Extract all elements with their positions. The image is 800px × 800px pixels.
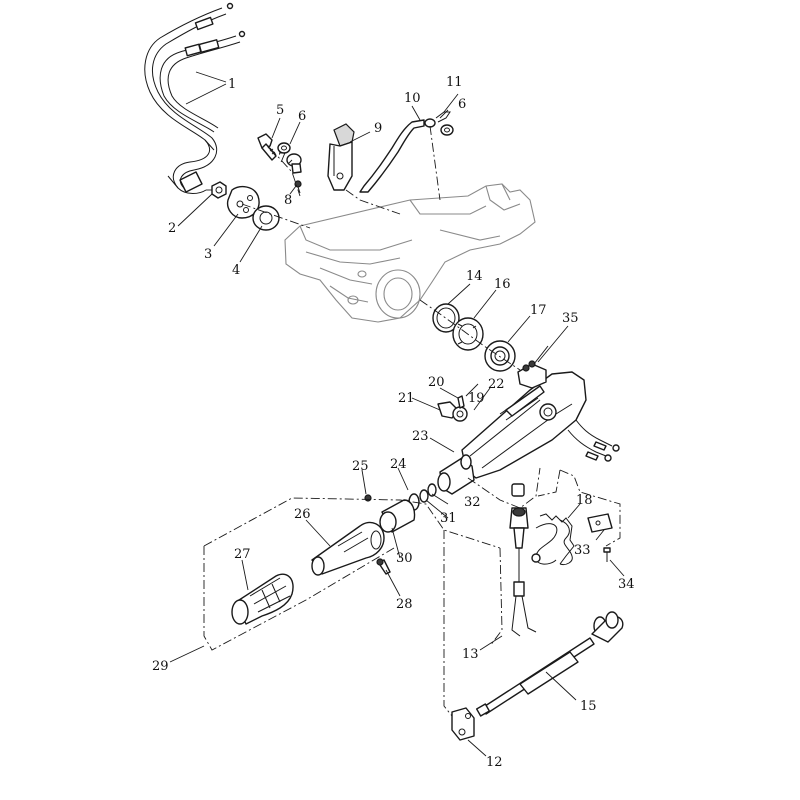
callout-28: 28 xyxy=(396,597,413,612)
throttle-grip xyxy=(231,573,294,625)
callout-22: 22 xyxy=(488,377,505,392)
safety-lanyard xyxy=(559,519,573,565)
callout-4: 4 xyxy=(232,263,240,278)
callout-12: 12 xyxy=(486,755,503,770)
leader-lines xyxy=(169,71,625,757)
callout-27: 27 xyxy=(234,547,251,562)
bushing xyxy=(484,340,516,372)
small-washer xyxy=(277,142,291,154)
callout-1: 1 xyxy=(228,77,236,92)
callout-29: 29 xyxy=(152,659,169,674)
bracket-housing-outline xyxy=(284,183,536,323)
plate-screw xyxy=(603,547,611,562)
friction-screw xyxy=(457,395,465,409)
set-screw xyxy=(364,494,372,502)
stud xyxy=(533,345,549,365)
callout-20: 20 xyxy=(428,375,445,390)
grip-sleeve xyxy=(311,521,385,576)
callout-14: 14 xyxy=(466,269,483,284)
clip xyxy=(435,111,451,123)
callout-7: 7 xyxy=(278,151,286,166)
nut xyxy=(211,181,227,199)
callout-2: 2 xyxy=(168,221,176,236)
callout-9: 9 xyxy=(374,121,382,136)
callout-11: 11 xyxy=(446,75,463,90)
callout-labels: 1 2 3 4 5 6 6 7 8 9 10 11 12 13 14 15 16… xyxy=(152,75,635,770)
steering-rod xyxy=(475,611,624,717)
callout-34: 34 xyxy=(618,577,635,592)
stop-switch xyxy=(509,483,575,637)
rod-clamp xyxy=(451,707,475,741)
collar xyxy=(286,153,302,174)
callout-16: 16 xyxy=(494,277,511,292)
callout-33: 33 xyxy=(574,543,591,558)
callout-13: 13 xyxy=(462,647,479,662)
callout-6-right: 6 xyxy=(458,97,466,112)
callout-31: 31 xyxy=(440,511,457,526)
callout-24: 24 xyxy=(390,457,407,472)
tiller-handle-body xyxy=(461,360,620,479)
grip-screw xyxy=(376,558,391,575)
callout-15: 15 xyxy=(580,699,597,714)
throttle-lever xyxy=(327,123,355,191)
bolt xyxy=(257,133,277,161)
callout-18: 18 xyxy=(576,493,593,508)
callout-6-left: 6 xyxy=(298,109,306,124)
small-washer-2 xyxy=(440,124,454,136)
assembly-lines xyxy=(203,125,621,717)
throttle-cable-assembly xyxy=(144,2,246,194)
callout-23: 23 xyxy=(412,429,429,444)
inner-shaft xyxy=(437,454,475,495)
link-rod xyxy=(359,118,436,193)
callout-17: 17 xyxy=(530,303,547,318)
friction-knob xyxy=(437,401,468,422)
callout-21: 21 xyxy=(398,391,415,406)
callout-8: 8 xyxy=(284,193,292,208)
callout-26: 26 xyxy=(294,507,311,522)
o-ring xyxy=(432,303,460,333)
callout-5: 5 xyxy=(276,103,284,118)
mounting-plate xyxy=(587,513,613,533)
callout-32: 32 xyxy=(464,495,481,510)
callout-30: 30 xyxy=(396,551,413,566)
callout-3: 3 xyxy=(204,247,212,262)
callout-19: 19 xyxy=(468,391,485,406)
callout-10: 10 xyxy=(404,91,421,106)
callout-25: 25 xyxy=(352,459,369,474)
grip-collar xyxy=(379,499,416,533)
washer xyxy=(252,205,280,231)
callout-35: 35 xyxy=(562,311,579,326)
